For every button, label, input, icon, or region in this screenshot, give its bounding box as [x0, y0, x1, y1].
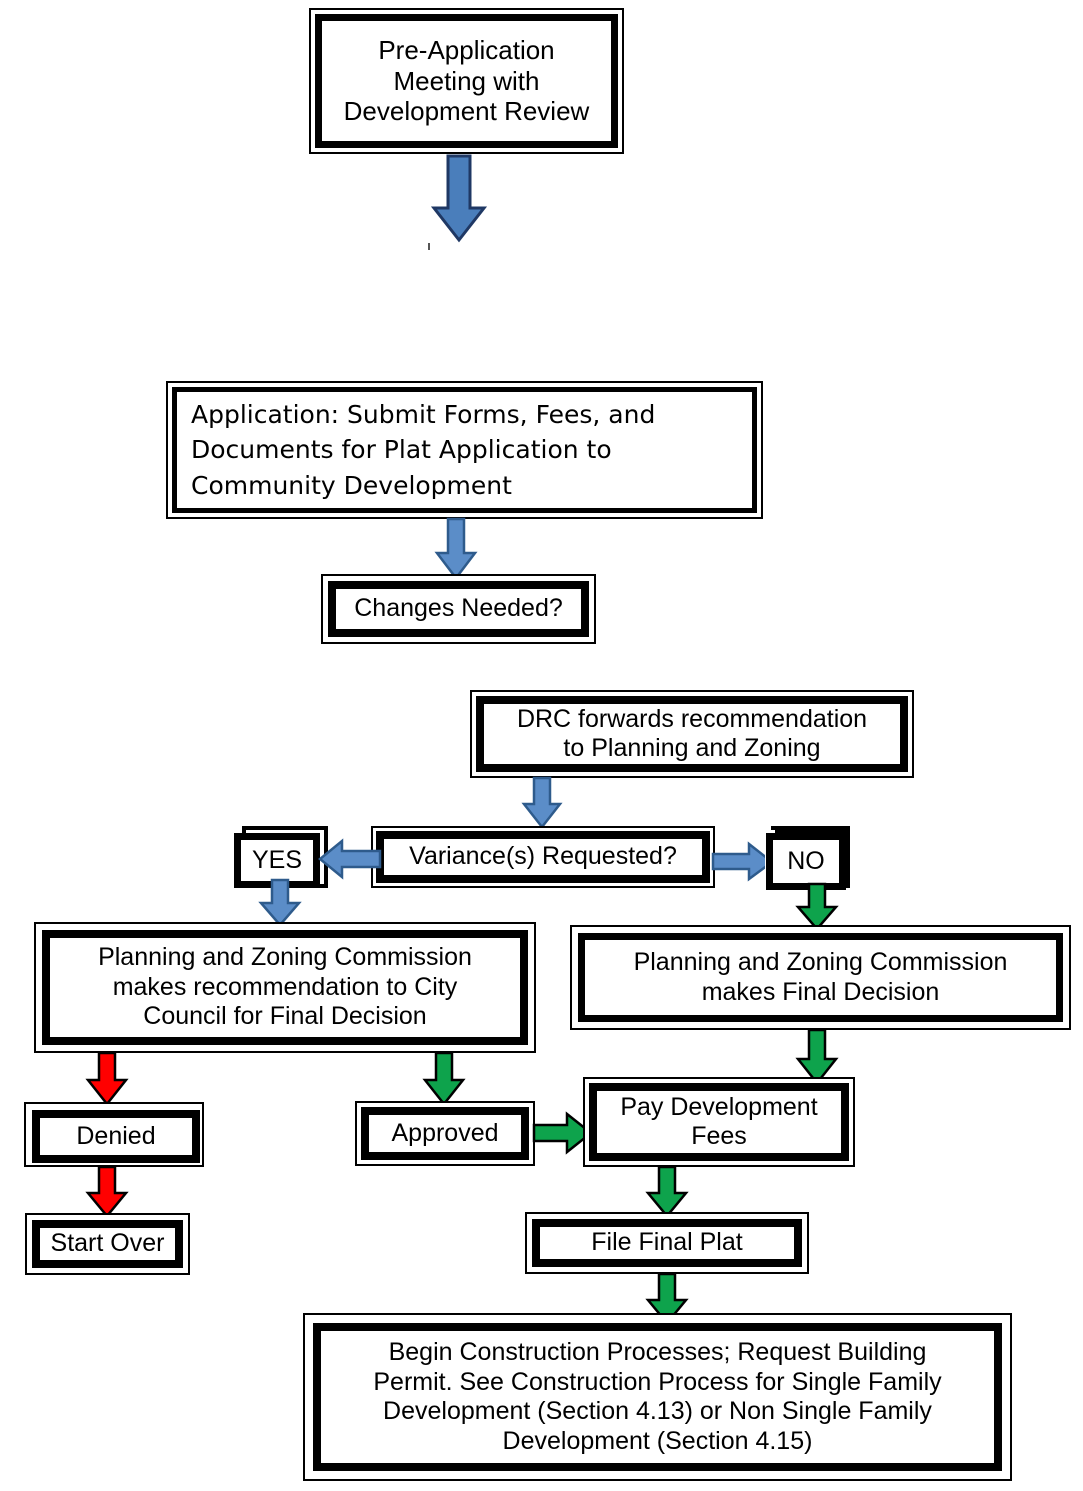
node-pay-fees[interactable]: Pay Development Fees [583, 1077, 855, 1167]
node-approved[interactable]: Approved [355, 1101, 535, 1166]
arrow-drc-to-variance [521, 776, 563, 830]
arrow-variance-to-no [711, 841, 775, 882]
node-pay-fees-label: Pay Development Fees [620, 1092, 818, 1151]
node-changes-needed-inner: Changes Needed? [328, 581, 589, 637]
node-pay-fees-inner: Pay Development Fees [589, 1083, 849, 1161]
arrow-application-to-changes-needed [434, 517, 478, 581]
node-begin-construction-label: Begin Construction Processes; Request Bu… [373, 1338, 942, 1455]
node-no-label: NO [787, 846, 825, 875]
arrow-pz-final-decision-to-pay-fees [795, 1028, 839, 1086]
node-denied-label: Denied [76, 1121, 156, 1150]
node-file-final-plat-inner: File Final Plat [532, 1219, 802, 1267]
node-yes-label: YES [251, 845, 303, 874]
node-begin-construction-inner: Begin Construction Processes; Request Bu… [313, 1323, 1002, 1471]
node-begin-construction[interactable]: Begin Construction Processes; Request Bu… [303, 1313, 1012, 1481]
node-denied[interactable]: Denied [24, 1102, 204, 1167]
node-changes-needed[interactable]: Changes Needed? [321, 574, 596, 644]
node-variance-requested-inner: Variance(s) Requested? [376, 831, 710, 883]
arrow-variance-to-yes [318, 838, 382, 880]
arrow-pay-fees-to-file-final-plat [645, 1165, 689, 1219]
node-pz-final-decision-label: Planning and Zoning Commission makes Fin… [633, 948, 1008, 1006]
arrow-pz-recommendation-to-approved [422, 1051, 466, 1107]
node-file-final-plat-label: File Final Plat [591, 1228, 743, 1257]
node-pre-application[interactable]: Pre-Application Meeting with Development… [309, 8, 624, 154]
node-pz-recommendation-label: Planning and Zoning Commission makes rec… [98, 943, 472, 1031]
arrow-approved-to-pay-fees [532, 1111, 594, 1155]
node-start-over[interactable]: Start Over [25, 1213, 190, 1275]
node-pz-recommendation-inner: Planning and Zoning Commission makes rec… [42, 930, 528, 1045]
node-variance-requested-label: Variance(s) Requested? [409, 842, 677, 871]
node-drc-forwards-label: DRC forwards recommendation to Planning … [516, 704, 868, 763]
node-start-over-inner: Start Over [32, 1220, 183, 1268]
arrow-pz-recommendation-to-denied [85, 1051, 129, 1107]
node-drc-forwards-inner: DRC forwards recommendation to Planning … [476, 696, 908, 772]
node-start-over-label: Start Over [50, 1229, 165, 1258]
node-pz-final-decision-inner: Planning and Zoning Commission makes Fin… [578, 933, 1063, 1022]
node-no[interactable]: NO [766, 833, 846, 890]
arrow-no-to-pz-final-decision [795, 882, 839, 932]
node-application-label: Application: Submit Forms, Fees, and Doc… [191, 399, 656, 500]
node-application-inner: Application: Submit Forms, Fees, and Doc… [172, 387, 757, 513]
node-application[interactable]: Application: Submit Forms, Fees, and Doc… [166, 381, 763, 519]
arrow-file-final-plat-to-begin-construction [645, 1272, 689, 1326]
node-no-inner: NO [766, 833, 846, 890]
node-variance-requested[interactable]: Variance(s) Requested? [371, 826, 715, 888]
node-denied-inner: Denied [32, 1110, 200, 1163]
node-changes-needed-label: Changes Needed? [354, 594, 563, 623]
node-pre-application-label: Pre-Application Meeting with Development… [343, 34, 590, 127]
node-approved-label: Approved [391, 1118, 499, 1147]
arrow-yes-to-pz-recommendation [258, 878, 302, 928]
arrow-denied-to-start-over [85, 1165, 129, 1219]
arrow-pre-application-to-application [430, 154, 488, 244]
node-pz-recommendation[interactable]: Planning and Zoning Commission makes rec… [34, 922, 536, 1053]
stray-speck-1 [428, 243, 430, 250]
node-drc-forwards[interactable]: DRC forwards recommendation to Planning … [470, 690, 914, 778]
node-pre-application-inner: Pre-Application Meeting with Development… [315, 14, 618, 148]
node-pz-final-decision[interactable]: Planning and Zoning Commission makes Fin… [570, 925, 1071, 1030]
node-approved-inner: Approved [361, 1107, 529, 1160]
node-file-final-plat[interactable]: File Final Plat [525, 1212, 809, 1274]
